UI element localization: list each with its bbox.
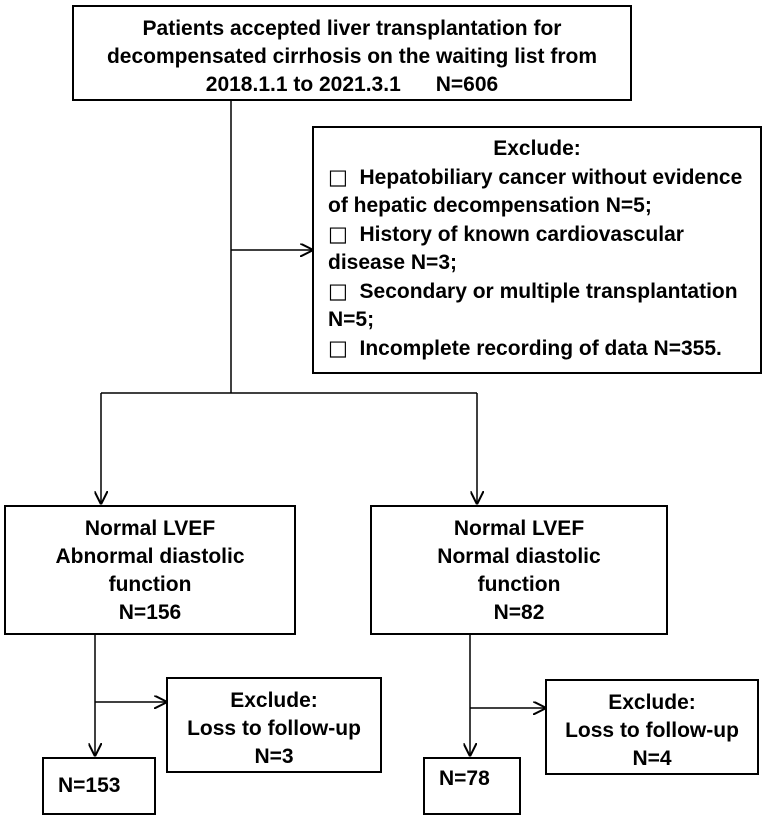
checkbox-icon: □ [328,222,348,246]
checkbox-icon: □ [328,279,348,303]
exclusion-box-left: Exclude: Loss to follow-up N=3 [166,677,382,773]
group-normal-line-2: Normal diastolic [437,545,601,568]
group-abnormal-line-3: function [108,573,192,596]
final-left-count: N=153 [58,774,121,797]
group-box-abnormal-diastolic: Normal LVEF Abnormal diastolic function … [4,505,296,635]
exclusion-item-1-line-1: □ Hepatobiliary cancer without evidence [328,165,743,189]
exclusion-right-title: Exclude: [608,691,696,714]
exclusion-left-reason: Loss to follow-up [187,717,361,740]
enrollment-line-1: Patients accepted liver transplantation … [142,17,562,40]
group-abnormal-count: N=156 [118,601,182,624]
group-abnormal-line-2: Abnormal diastolic [55,545,245,568]
group-normal-line-3: function [477,573,561,596]
enrollment-line-2: decompensated cirrhosis on the waiting l… [106,45,598,68]
exclusion-box-main: Exclude: □ Hepatobiliary cancer without … [312,126,762,374]
exclusion-item-1-line-2: of hepatic decompensation N=5; [328,194,652,217]
exclusion-left-title: Exclude: [230,689,318,712]
exclusion-item-2-line-2: disease N=3; [328,251,457,274]
exclusion-item-3-line-2: N=5; [328,308,375,331]
exclusion-item-4-line-1: □ Incomplete recording of data N=355. [328,336,722,360]
exclusion-box-right: Exclude: Loss to follow-up N=4 [545,679,759,775]
checkbox-icon: □ [328,336,348,360]
exclusion-item-2-line-1: □ History of known cardiovascular [328,222,684,246]
final-right-count: N=78 [439,767,490,790]
enrollment-box: Patients accepted liver transplantation … [72,5,632,101]
group-normal-count: N=82 [493,601,545,624]
enrollment-line-3: 2018.1.1 to 2021.3.1 N=606 [205,73,499,96]
exclusion-right-reason: Loss to follow-up [565,719,739,742]
exclusion-left-count: N=3 [254,745,294,768]
exclusion-title: Exclude: [493,137,581,160]
group-normal-line-1: Normal LVEF [453,517,585,540]
exclusion-item-3-line-1: □ Secondary or multiple transplantation [328,279,738,303]
group-box-normal-diastolic: Normal LVEF Normal diastolic function N=… [370,505,668,635]
group-abnormal-line-1: Normal LVEF [84,517,216,540]
final-box-right: N=78 [423,757,521,815]
checkbox-icon: □ [328,165,348,189]
exclusion-right-count: N=4 [632,747,672,770]
final-box-left: N=153 [42,757,156,815]
